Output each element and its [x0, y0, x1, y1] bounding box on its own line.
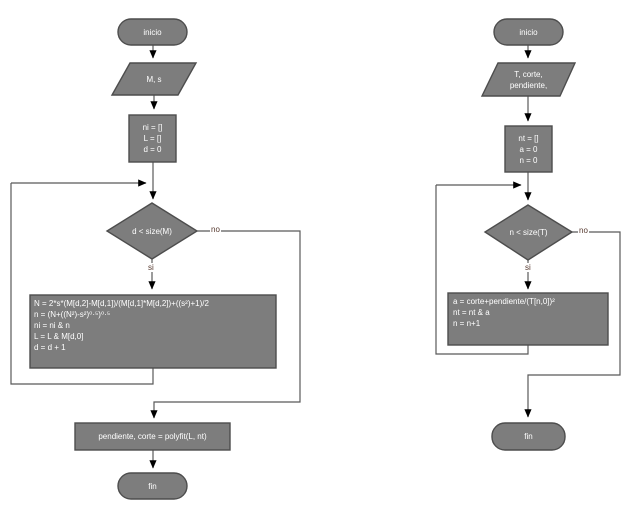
left-process-label: N = 2*s*(M[d,2]-M[d,1])/(M[d,1]*M[d,2])+…	[34, 299, 209, 352]
left-si-label: si	[147, 263, 155, 272]
right-decision-label: n < size(T)	[509, 228, 548, 237]
left-decision-label: d < size(M)	[132, 226, 172, 236]
right-loop-back-line	[435, 185, 529, 355]
right-no-branch-line	[524, 231, 621, 418]
right-start-shape	[493, 18, 564, 46]
left-no-branch-line	[150, 230, 301, 419]
left-no-label: no	[210, 225, 221, 234]
right-input-label: T, corte, pendiente,	[509, 69, 548, 90]
left-start-label: inicio	[143, 27, 162, 37]
left-input-shape	[110, 62, 198, 96]
right-process-label: a = corte+pendiente/(T[n,0])² nt = nt & …	[453, 297, 555, 328]
right-init-shape	[504, 125, 553, 173]
right-no-label: no	[578, 226, 589, 235]
left-init-shape	[128, 114, 177, 163]
left-input-label: M, s	[146, 74, 162, 84]
right-init-label: nt = [] a = 0 n = 0	[518, 133, 539, 165]
right-input-shape	[480, 62, 577, 97]
right-start-label: inicio	[519, 27, 538, 37]
left-end-shape	[117, 472, 188, 500]
right-process-shape	[447, 292, 609, 346]
left-init-label: ni = [] L = [] d = 0	[142, 123, 163, 154]
right-end-label: fin	[524, 432, 533, 441]
right-decision-shape	[483, 204, 574, 261]
left-loop-back-line	[10, 183, 154, 385]
left-output-label: pendiente, corte = polyfit(L, nt)	[98, 432, 207, 441]
right-end-shape	[491, 422, 566, 451]
left-process-shape	[29, 294, 277, 369]
left-decision-shape	[105, 202, 199, 260]
left-output-shape	[74, 422, 231, 451]
left-start-shape	[117, 18, 188, 46]
right-si-label: si	[524, 263, 532, 272]
left-end-label: fin	[148, 481, 157, 491]
